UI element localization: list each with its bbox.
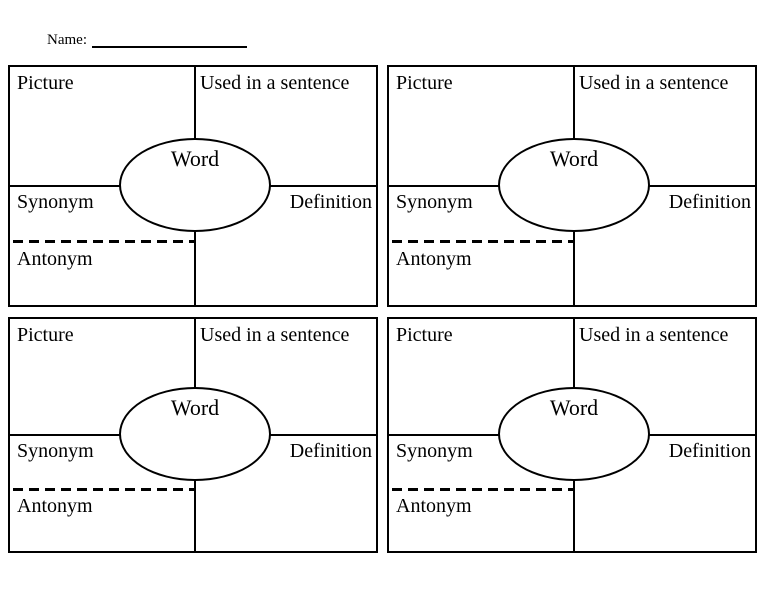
- antonym-label: Antonym: [17, 247, 93, 270]
- vocab-card-bottom-right: Word Picture Used in a sentence Synonym …: [387, 317, 757, 553]
- definition-label: Definition: [289, 440, 372, 462]
- name-blank-line: [91, 31, 247, 48]
- synonym-label: Synonym: [396, 440, 473, 462]
- antonym-label: Antonym: [17, 495, 93, 518]
- synonym-label: Synonym: [396, 191, 473, 213]
- definition-label: Definition: [668, 440, 751, 462]
- synonym-antonym-dashed-divider: [13, 487, 195, 491]
- used-in-a-sentence-label: Used in a sentence: [579, 72, 729, 94]
- antonym-label: Antonym: [396, 247, 472, 270]
- synonym-label: Synonym: [17, 191, 94, 213]
- picture-label: Picture: [17, 324, 74, 346]
- picture-label: Picture: [17, 72, 74, 94]
- picture-label: Picture: [396, 72, 453, 94]
- name-field-row: Name:: [47, 31, 247, 48]
- synonym-antonym-dashed-divider: [13, 239, 195, 243]
- word-ellipse: [119, 387, 271, 481]
- word-map-grid: Word Picture Used in a sentence Synonym …: [8, 65, 757, 553]
- word-label: Word: [170, 146, 220, 171]
- synonym-label: Synonym: [17, 440, 94, 462]
- vocab-card-bottom-left: Word Picture Used in a sentence Synonym …: [8, 317, 378, 553]
- used-in-a-sentence-label: Used in a sentence: [200, 72, 350, 94]
- name-label: Name:: [47, 31, 87, 48]
- definition-label: Definition: [289, 191, 372, 213]
- picture-label: Picture: [396, 324, 453, 346]
- synonym-antonym-dashed-divider: [392, 239, 574, 243]
- antonym-label: Antonym: [396, 495, 472, 518]
- used-in-a-sentence-label: Used in a sentence: [200, 324, 350, 346]
- definition-label: Definition: [668, 191, 751, 213]
- word-ellipse: [119, 138, 271, 232]
- used-in-a-sentence-label: Used in a sentence: [579, 324, 729, 346]
- vocab-card-top-right: Word Picture Used in a sentence Synonym …: [387, 65, 757, 307]
- word-label: Word: [549, 395, 599, 420]
- word-label: Word: [170, 395, 220, 420]
- word-ellipse: [498, 138, 650, 232]
- word-ellipse: [498, 387, 650, 481]
- vocab-card-top-left: Word Picture Used in a sentence Synonym …: [8, 65, 378, 307]
- synonym-antonym-dashed-divider: [392, 487, 574, 491]
- word-label: Word: [549, 146, 599, 171]
